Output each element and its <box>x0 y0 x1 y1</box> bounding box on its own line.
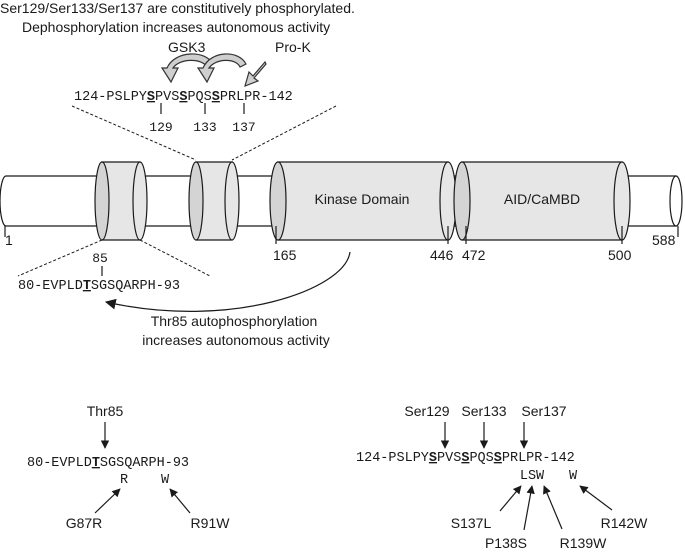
pos-446: 446 <box>430 247 454 263</box>
s137l-label: S137L <box>451 515 492 531</box>
top-seq-s129: S <box>147 90 155 105</box>
num-133: 133 <box>193 120 216 135</box>
autophos-arrow-icon <box>104 251 351 312</box>
br-seq-mid1: PVS <box>437 451 461 466</box>
r91w-arrow-icon <box>169 488 191 514</box>
br-seq-mid2: PQS <box>469 451 493 466</box>
prok-arrow-icon <box>244 60 267 87</box>
r142w-arrow-icon <box>579 485 613 511</box>
thr85-note-line-2: increases autonomous activity <box>142 332 330 348</box>
kinase-domain: Kinase Domain <box>269 161 457 241</box>
g87r-arrow-icon <box>94 488 121 514</box>
r139w-label: R139W <box>560 535 607 551</box>
top-sequence: 124-PSLPYSPVSSPQSSPRLPR-142 <box>74 90 293 105</box>
br-seq-s137: S <box>494 451 502 466</box>
pos-1: 1 <box>5 232 13 248</box>
pos-165: 165 <box>273 247 297 263</box>
top-seq-mid2: PQS <box>187 90 211 105</box>
top-seq-mid1: PVS <box>155 90 179 105</box>
bl-seq-post: SGSQARPH-93 <box>100 456 189 471</box>
bottom-left-panel: Thr85 80-EVPLDTSGSQARPH-93 R W G87R R91W <box>27 403 230 531</box>
kinase-domain-label: Kinase Domain <box>315 191 410 207</box>
bl-seq-t85: T <box>92 456 100 471</box>
ser137-label: Ser137 <box>521 403 566 419</box>
top-seq-pre: 124-PSLPY <box>74 90 147 105</box>
thr85-note-line-1: Thr85 autophosphorylation <box>151 313 318 329</box>
ser133-label: Ser133 <box>461 403 506 419</box>
thr85-label: Thr85 <box>87 403 124 419</box>
g87r-label: G87R <box>66 515 103 531</box>
br-seq-pre: 124-PSLPY <box>356 451 429 466</box>
num-129: 129 <box>149 120 172 135</box>
bottom-right-sequence: 124-PSLPYSPVSSPQSSPRLPR-142 <box>356 451 575 466</box>
br-seq-post: PRLPR-142 <box>502 451 575 466</box>
mut-lsw-residues: LSW <box>520 469 545 484</box>
regulatory-segment-ser129 <box>188 161 240 241</box>
mut-r91w-residue: W <box>161 473 170 488</box>
num-137: 137 <box>232 120 255 135</box>
header-line-1: Ser129/Ser133/Ser137 are constitutively … <box>0 0 355 16</box>
r91w-label: R91W <box>191 515 231 531</box>
ser129-label: Ser129 <box>404 403 449 419</box>
pos-500: 500 <box>608 247 632 263</box>
p138s-arrow-icon <box>523 485 535 531</box>
bottom-right-panel: Ser129 Ser133 Ser137 124-PSLPYSPVSSPQSSP… <box>356 403 648 551</box>
prok-label: Pro-K <box>275 39 311 55</box>
top-seq-s137: S <box>212 90 220 105</box>
br-seq-s129: S <box>429 451 437 466</box>
r139w-arrow-icon <box>543 485 563 530</box>
mut-r142w-residue: W <box>569 469 578 484</box>
mid-seq-pre: 80-EVPLD <box>18 279 83 294</box>
connector-mid-right <box>139 239 211 277</box>
connector-top-left <box>71 105 197 161</box>
num-85: 85 <box>92 251 108 266</box>
mut-g87r-residue: R <box>120 473 128 488</box>
s137l-arrow-icon <box>499 485 522 512</box>
p138s-label: P138S <box>485 535 527 551</box>
regulatory-segment-thr85 <box>94 161 148 241</box>
pos-472: 472 <box>462 247 486 263</box>
top-seq-s133: S <box>179 90 187 105</box>
aid-cambd-label: AID/CaMBD <box>504 191 580 207</box>
r142w-label: R142W <box>601 515 648 531</box>
pos-588: 588 <box>652 232 676 248</box>
gsk3-label: GSK3 <box>168 39 206 55</box>
connector-mid-left <box>17 239 103 277</box>
gsk3-arrow-icon <box>160 53 247 84</box>
mid-sequence: 80-EVPLDTSGSQARPH-93 <box>18 279 180 294</box>
header-line-2: Dephosphorylation increases autonomous a… <box>22 19 330 35</box>
top-seq-post: PRLPR-142 <box>220 90 293 105</box>
bottom-left-sequence: 80-EVPLDTSGSQARPH-93 <box>27 456 189 471</box>
mid-seq-post: SGSQARPH-93 <box>91 279 180 294</box>
bl-seq-pre: 80-EVPLD <box>27 456 92 471</box>
mid-seq-t85: T <box>83 279 91 294</box>
aid-cambd-domain: AID/CaMBD <box>453 161 631 241</box>
br-seq-s133: S <box>461 451 469 466</box>
connector-top-right <box>231 105 337 161</box>
